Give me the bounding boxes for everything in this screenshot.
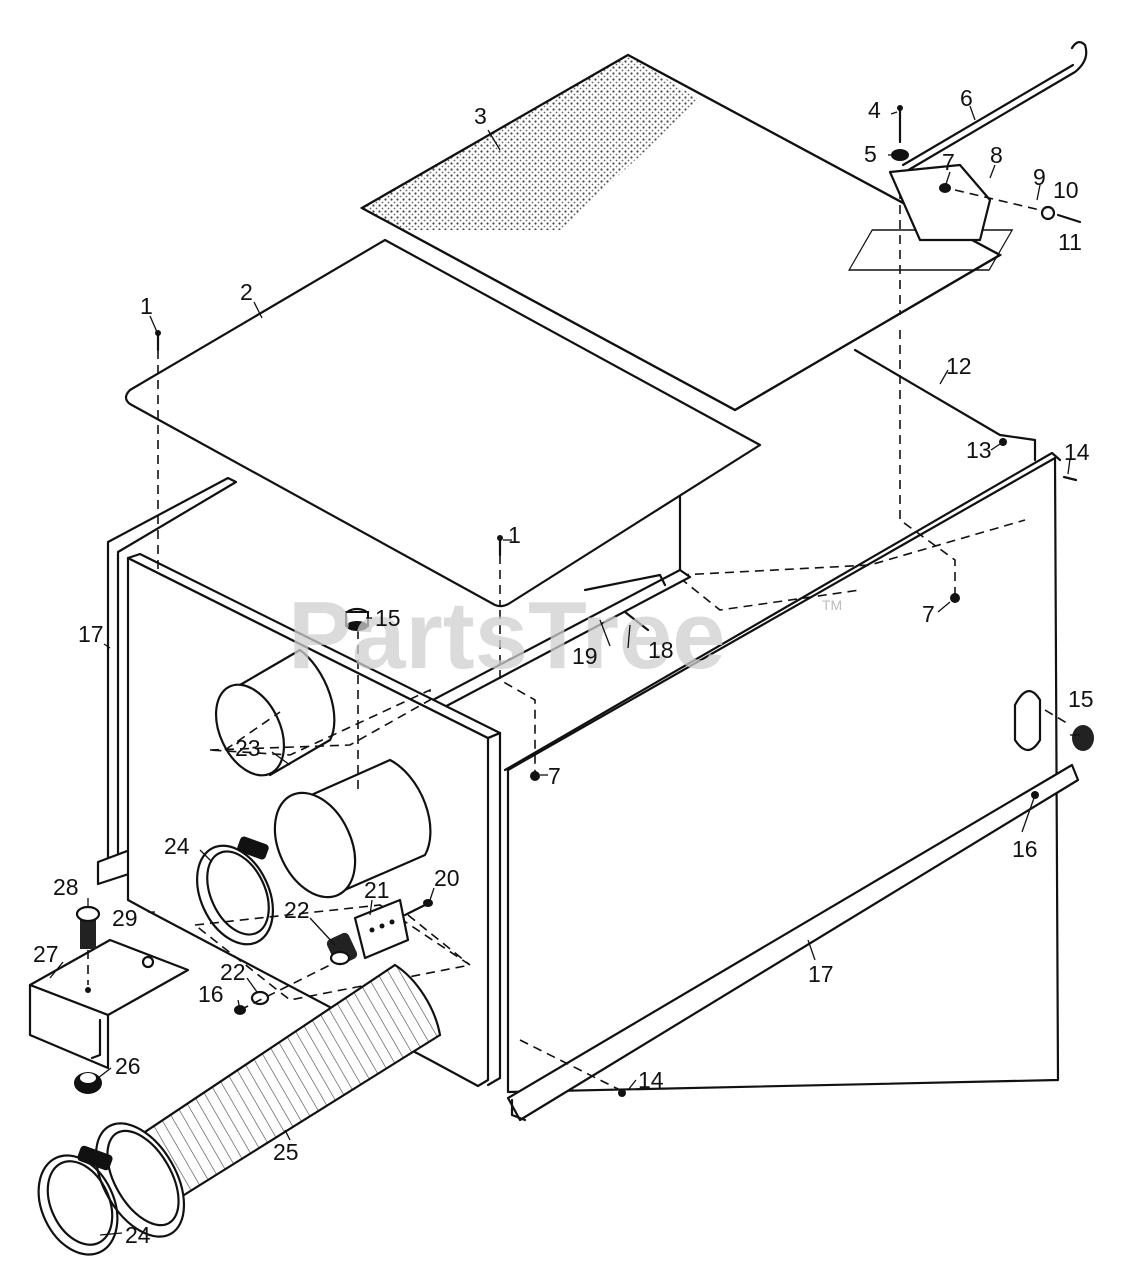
callout-9: 9	[1033, 164, 1046, 190]
watermark: PartsTree	[288, 582, 726, 689]
pin-9-10-11	[954, 189, 1082, 224]
callout-8: 8	[990, 142, 1003, 168]
callout-7-center: 7	[548, 763, 561, 789]
bolt-4	[897, 105, 903, 144]
callout-4: 4	[868, 97, 881, 123]
callout-16-right: 16	[1012, 836, 1038, 862]
callout-28: 28	[53, 874, 79, 900]
callout-15-top: 15	[375, 605, 401, 631]
bushing-22	[326, 932, 358, 966]
callout-19: 19	[572, 643, 598, 669]
screw-1-center	[497, 535, 503, 557]
callout-25: 25	[273, 1139, 299, 1165]
callout-22-bottom: 22	[220, 959, 246, 985]
callout-18: 18	[648, 637, 674, 663]
upper-duct	[209, 648, 431, 777]
callout-17-left: 17	[78, 621, 104, 647]
nut-26	[74, 1072, 102, 1094]
callout-2: 2	[240, 279, 253, 305]
callout-14-top: 14	[1064, 439, 1090, 465]
callout-16-left: 16	[198, 981, 224, 1007]
bolt-20	[403, 899, 433, 917]
washer-5	[891, 149, 909, 161]
duct-23	[273, 758, 432, 899]
callout-27: 27	[33, 941, 59, 967]
screw-1-left	[155, 330, 161, 352]
callout-21: 21	[364, 877, 390, 903]
knob-15-right	[1013, 690, 1094, 752]
callout-24-lower: 24	[125, 1222, 151, 1248]
latch-rod-6	[901, 41, 1088, 174]
clamp-24-upper	[196, 836, 274, 946]
bottom-plate	[192, 904, 473, 1001]
nut-7-center	[530, 771, 540, 781]
callout-13: 13	[966, 437, 992, 463]
callout-23: 23	[235, 735, 261, 761]
bottom-channel-rail	[506, 763, 1080, 1122]
callout-22-top: 22	[284, 897, 310, 923]
bolt-28	[75, 905, 101, 985]
callout-7-top: 7	[942, 149, 955, 175]
callout-12: 12	[946, 353, 972, 379]
callout-14-bottom: 14	[638, 1067, 664, 1093]
callout-29: 29	[112, 905, 138, 931]
bracket-19	[583, 573, 667, 592]
callout-3: 3	[474, 103, 487, 129]
main-housing-shell	[503, 451, 1062, 1094]
bracket-27	[28, 938, 190, 1070]
nut-7-right	[950, 593, 960, 603]
callout-26: 26	[115, 1053, 141, 1079]
callout-6: 6	[960, 85, 973, 111]
latch-bracket-8	[888, 163, 992, 242]
top-panel-2	[124, 238, 762, 608]
callout-15-right: 15	[1068, 686, 1094, 712]
callout-7-right: 7	[922, 601, 935, 627]
top-cover-3	[359, 53, 1014, 412]
screw-13	[999, 438, 1007, 446]
callout-11: 11	[1058, 229, 1082, 255]
callout-1-center: 1	[508, 522, 521, 548]
callout-20: 20	[434, 865, 460, 891]
washer-nut-lower	[234, 964, 331, 1015]
fastener-dash-lines	[157, 190, 1071, 1091]
nut-16-right	[1031, 791, 1039, 799]
watermark-tm: TM	[822, 597, 842, 613]
bracket-21	[353, 898, 410, 960]
top-right-bracket	[853, 330, 1037, 595]
screw-18	[623, 610, 650, 632]
screw-14-bottom	[618, 1089, 626, 1097]
callout-labels: 1 1 2 3 4 5 6 7 7 7 8 9 10 11 12 13 14 1…	[33, 85, 1094, 1248]
hose-25	[94, 963, 442, 1238]
clamp-24-lower	[37, 1145, 119, 1256]
callout-10: 10	[1053, 177, 1079, 203]
callout-24-upper: 24	[164, 833, 190, 859]
callout-5: 5	[864, 141, 877, 167]
knob-15-top	[344, 607, 370, 631]
callout-1-left: 1	[140, 293, 153, 319]
callout-leaders	[49, 105, 1080, 1236]
screw-14-top	[1062, 475, 1078, 482]
callout-17-right: 17	[808, 961, 834, 987]
